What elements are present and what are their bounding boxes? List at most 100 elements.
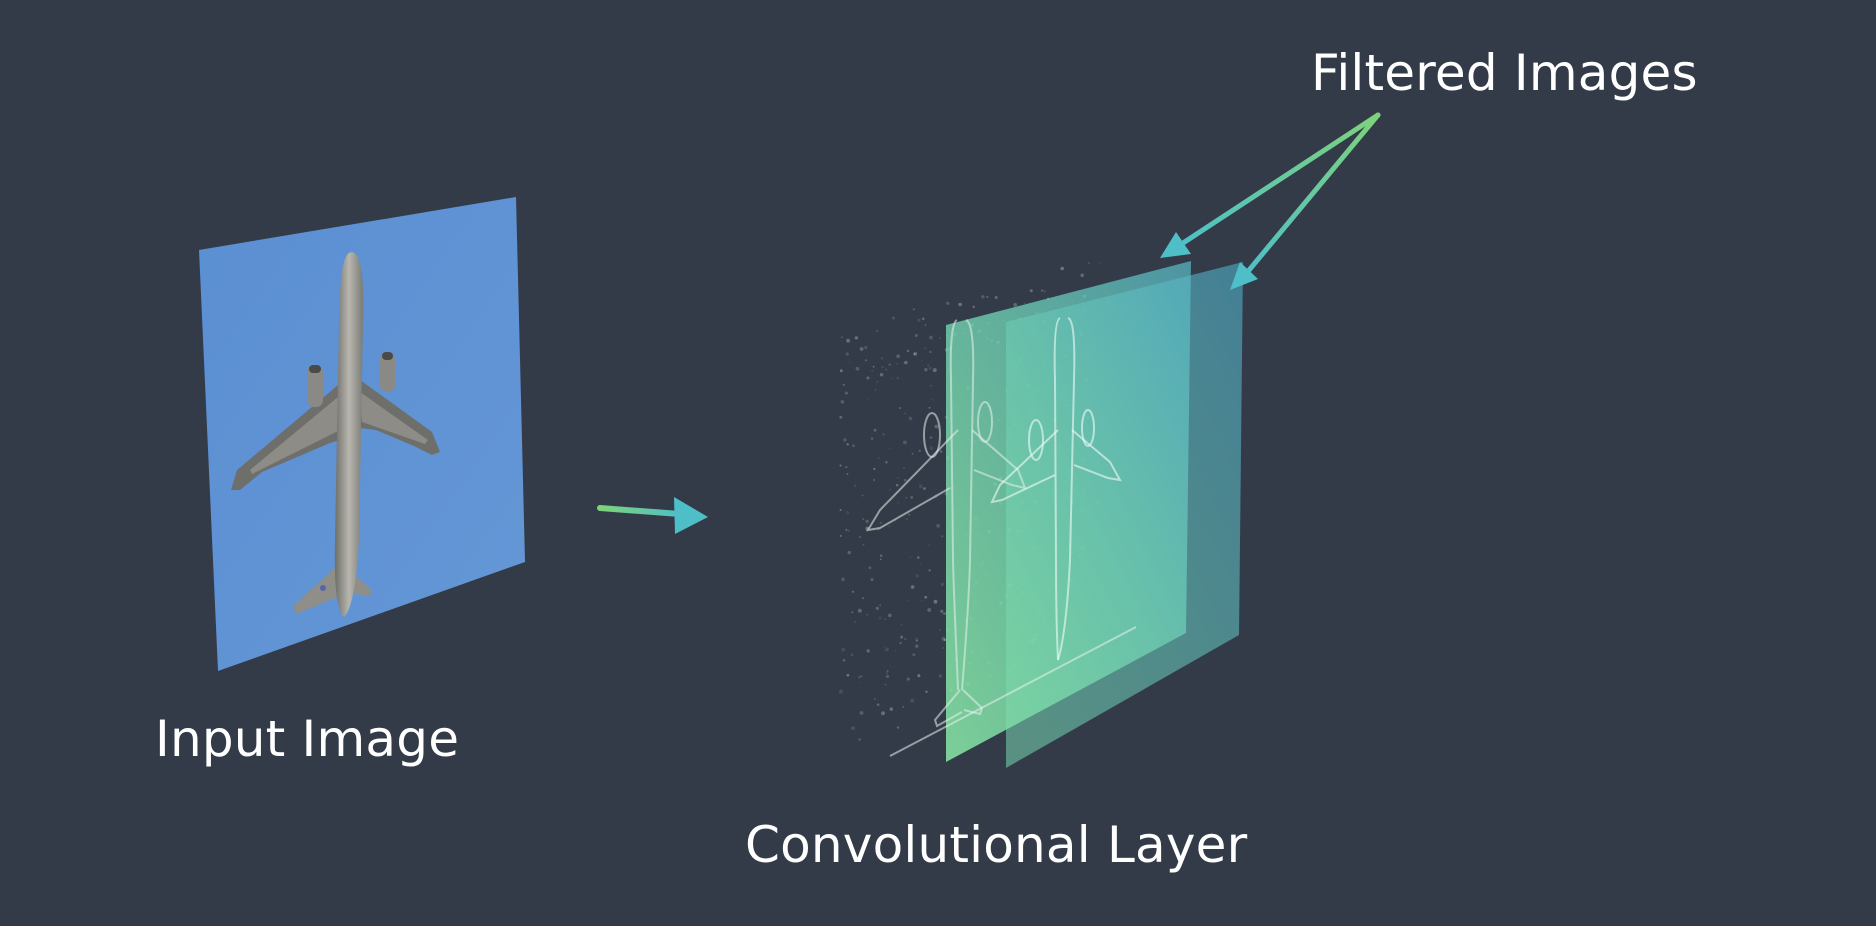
noise-speck <box>910 585 915 589</box>
noise-speck <box>839 534 842 538</box>
noise-speck <box>889 331 892 333</box>
input-image-label: Input Image <box>155 710 460 768</box>
noise-speck <box>862 518 865 520</box>
noise-speck <box>946 301 950 305</box>
noise-speck <box>915 574 919 578</box>
noise-speck <box>845 466 848 469</box>
noise-speck <box>849 361 851 363</box>
noise-speck <box>866 649 870 653</box>
noise-speck <box>1013 303 1018 307</box>
input-image-panel <box>199 197 525 671</box>
noise-speck <box>1041 289 1044 292</box>
noise-speck <box>943 638 947 642</box>
noise-speck <box>927 608 932 612</box>
noise-speck <box>894 650 896 652</box>
noise-speck <box>881 711 885 716</box>
noise-speck <box>906 349 910 353</box>
noise-speck <box>864 345 868 350</box>
noise-speck <box>889 665 891 667</box>
noise-speck <box>885 461 888 464</box>
noise-speck <box>938 629 941 632</box>
noise-speck <box>865 519 869 523</box>
noise-speck <box>868 566 872 570</box>
noise-speck <box>939 337 941 339</box>
noise-speck <box>851 726 855 731</box>
noise-speck <box>929 335 933 340</box>
edge-line <box>889 626 1137 757</box>
noise-speck <box>838 689 843 694</box>
noise-speck <box>897 502 899 504</box>
noise-speck <box>921 317 925 321</box>
noise-speck <box>917 318 921 322</box>
noise-speck <box>934 424 939 429</box>
noise-speck <box>906 677 910 681</box>
noise-speck <box>854 621 856 623</box>
noise-speck <box>905 496 908 499</box>
noise-speck <box>889 489 891 491</box>
noise-speck <box>913 353 916 356</box>
noise-speck <box>994 296 998 299</box>
noise-speck <box>888 447 891 450</box>
noise-speck <box>886 669 889 672</box>
arrow-pointer-icon <box>1160 112 1381 290</box>
noise-speck <box>872 365 875 368</box>
noise-speck <box>918 484 923 489</box>
noise-speck <box>928 569 931 572</box>
noise-speck <box>904 638 907 640</box>
noise-speck <box>1060 266 1064 271</box>
noise-speck <box>891 377 894 380</box>
edge-airplane-outline-2 <box>990 317 1122 661</box>
noise-speck <box>858 681 861 684</box>
noise-speck <box>846 511 850 515</box>
noise-speck <box>930 436 933 439</box>
noise-speck <box>883 646 886 648</box>
noise-speck <box>929 446 934 451</box>
noise-speck <box>914 333 918 338</box>
noise-speck <box>858 536 861 539</box>
noise-speck <box>900 623 903 626</box>
noise-speck <box>875 606 879 610</box>
noise-speck <box>870 437 874 440</box>
noise-speck <box>866 376 870 380</box>
noise-speck <box>958 302 962 307</box>
noise-speck <box>908 513 911 516</box>
noise-speck <box>942 612 947 616</box>
noise-speck <box>906 599 908 602</box>
noise-speck <box>884 683 887 686</box>
noise-speck <box>910 698 915 703</box>
noise-speck <box>936 523 940 528</box>
noise-speck <box>1087 262 1090 265</box>
noise-speck <box>859 347 864 351</box>
noise-speck <box>924 595 928 599</box>
noise-speck <box>841 577 845 582</box>
noise-speck <box>913 351 918 356</box>
noise-speck <box>879 373 884 377</box>
noise-speck <box>881 366 884 369</box>
noise-speck <box>839 464 842 467</box>
noise-speck <box>942 647 944 649</box>
noise-speck <box>847 529 851 532</box>
noise-speck <box>905 517 909 521</box>
noise-speck <box>896 376 900 380</box>
noise-speck <box>1029 289 1033 293</box>
noise-speck <box>915 639 918 642</box>
noise-speck <box>911 452 914 455</box>
filtered-images-label: Filtered Images <box>1311 44 1698 102</box>
noise-speck <box>866 613 869 616</box>
noise-speck <box>915 644 919 648</box>
noise-speck <box>1098 262 1101 264</box>
filtered-image-front <box>946 261 1191 762</box>
noise-speck <box>867 399 870 401</box>
noise-speck <box>902 362 905 365</box>
noise-speck <box>864 359 867 362</box>
noise-speck <box>941 636 946 641</box>
noise-speck <box>879 604 881 607</box>
noise-speck <box>896 354 900 359</box>
noise-speck <box>889 707 893 711</box>
right-arrow-icon <box>597 497 708 534</box>
noise-speck <box>845 528 848 531</box>
noise-speck <box>904 360 908 365</box>
noise-speck <box>920 599 923 602</box>
noise-speck <box>860 675 863 677</box>
noise-speck <box>873 479 876 481</box>
